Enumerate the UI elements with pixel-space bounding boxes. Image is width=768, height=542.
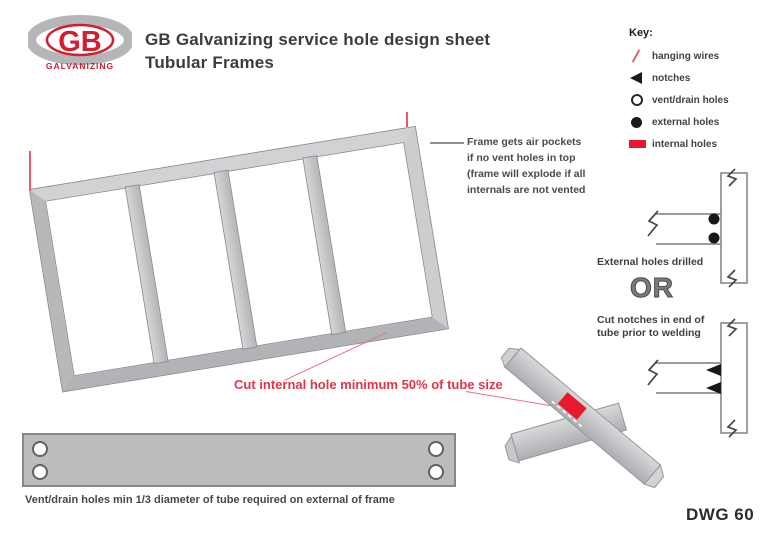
legend-item-external-holes: external holes (629, 115, 763, 129)
tube-elevation-drawing (22, 433, 456, 487)
note-line: (frame will explode if all (467, 168, 586, 180)
note-line: Cut notches in end of (597, 314, 705, 326)
logo-wordmark: GALVANIZING (46, 61, 114, 71)
title-line-1: GB Galvanizing service hole design sheet (145, 30, 491, 49)
note-line: internals are not vented (467, 184, 586, 196)
hidden-edge-line (551, 400, 585, 429)
legend-item-notches: notches (629, 71, 763, 85)
frame-internal-tube (125, 185, 168, 364)
joint-detail-diagrams (647, 168, 748, 438)
legend-label: notches (652, 72, 691, 84)
vent-drain-hole (428, 464, 444, 480)
note-line: Frame gets air pockets (467, 136, 582, 148)
vent-drain-hole (428, 441, 444, 457)
legend: Key: hanging wires notches vent/drain ho… (629, 27, 763, 159)
logo-initials: GB (58, 26, 102, 58)
external-holes-label: External holes drilled (597, 256, 704, 268)
notch-marker (706, 364, 721, 376)
vent-drain-note: Vent/drain holes min 1/3 diameter of tub… (25, 494, 395, 506)
gb-galvanizing-logo: GB GALVANIZING (28, 15, 132, 71)
internal-hole-icon (629, 140, 646, 148)
notch-icon (630, 72, 642, 84)
note-line: tube prior to welding (597, 326, 701, 339)
legend-item-vent-drain-holes: vent/drain holes (629, 93, 763, 107)
hanging-wire-right (406, 112, 408, 127)
frame-internal-tube (214, 170, 257, 349)
hanging-wire-icon (631, 49, 641, 63)
frame-internal-tube (303, 156, 346, 335)
legend-label: external holes (652, 116, 720, 128)
or-label: OR (630, 272, 674, 304)
hanging-wire-left (29, 151, 31, 191)
logo-swoosh (28, 15, 132, 65)
legend-label: internal holes (652, 138, 718, 150)
t-joint-detail (500, 347, 665, 489)
air-pocket-note: Frame gets air pockets if no vent holes … (467, 134, 585, 198)
through-tube (500, 347, 665, 489)
frame-outer-tubes (30, 126, 448, 392)
vent-drain-hole (32, 441, 48, 457)
legend-item-internal-holes: internal holes (629, 137, 763, 151)
internal-hole-marker (557, 392, 587, 420)
note-line: if no vent holes in top (467, 152, 576, 164)
drawing-number: DWG 60 (686, 505, 755, 524)
internal-hole-note: Cut internal hole minimum 50% of tube si… (234, 377, 503, 392)
legend-item-hanging-wires: hanging wires (629, 49, 763, 63)
logo-ring (45, 23, 115, 57)
legend-heading: Key: (629, 27, 653, 39)
annotation-leader-line (430, 142, 464, 144)
external-hole-dot (708, 213, 720, 225)
legend-label: hanging wires (652, 50, 720, 62)
external-holes-detail (647, 168, 748, 288)
external-hole-dot (708, 232, 720, 244)
external-hole-icon (631, 116, 642, 128)
notches-note: Cut notches in end of tube prior to weld… (597, 314, 704, 339)
title-line-2: Tubular Frames (145, 53, 275, 72)
notch-marker (706, 382, 721, 394)
page-title: GB Galvanizing service hole design sheet… (145, 28, 490, 74)
notches-detail (647, 318, 748, 438)
tubular-frame-drawing (30, 126, 448, 392)
legend-label: vent/drain holes (652, 94, 729, 106)
vent-drain-hole (32, 464, 48, 480)
vent-drain-hole-icon (631, 94, 643, 106)
